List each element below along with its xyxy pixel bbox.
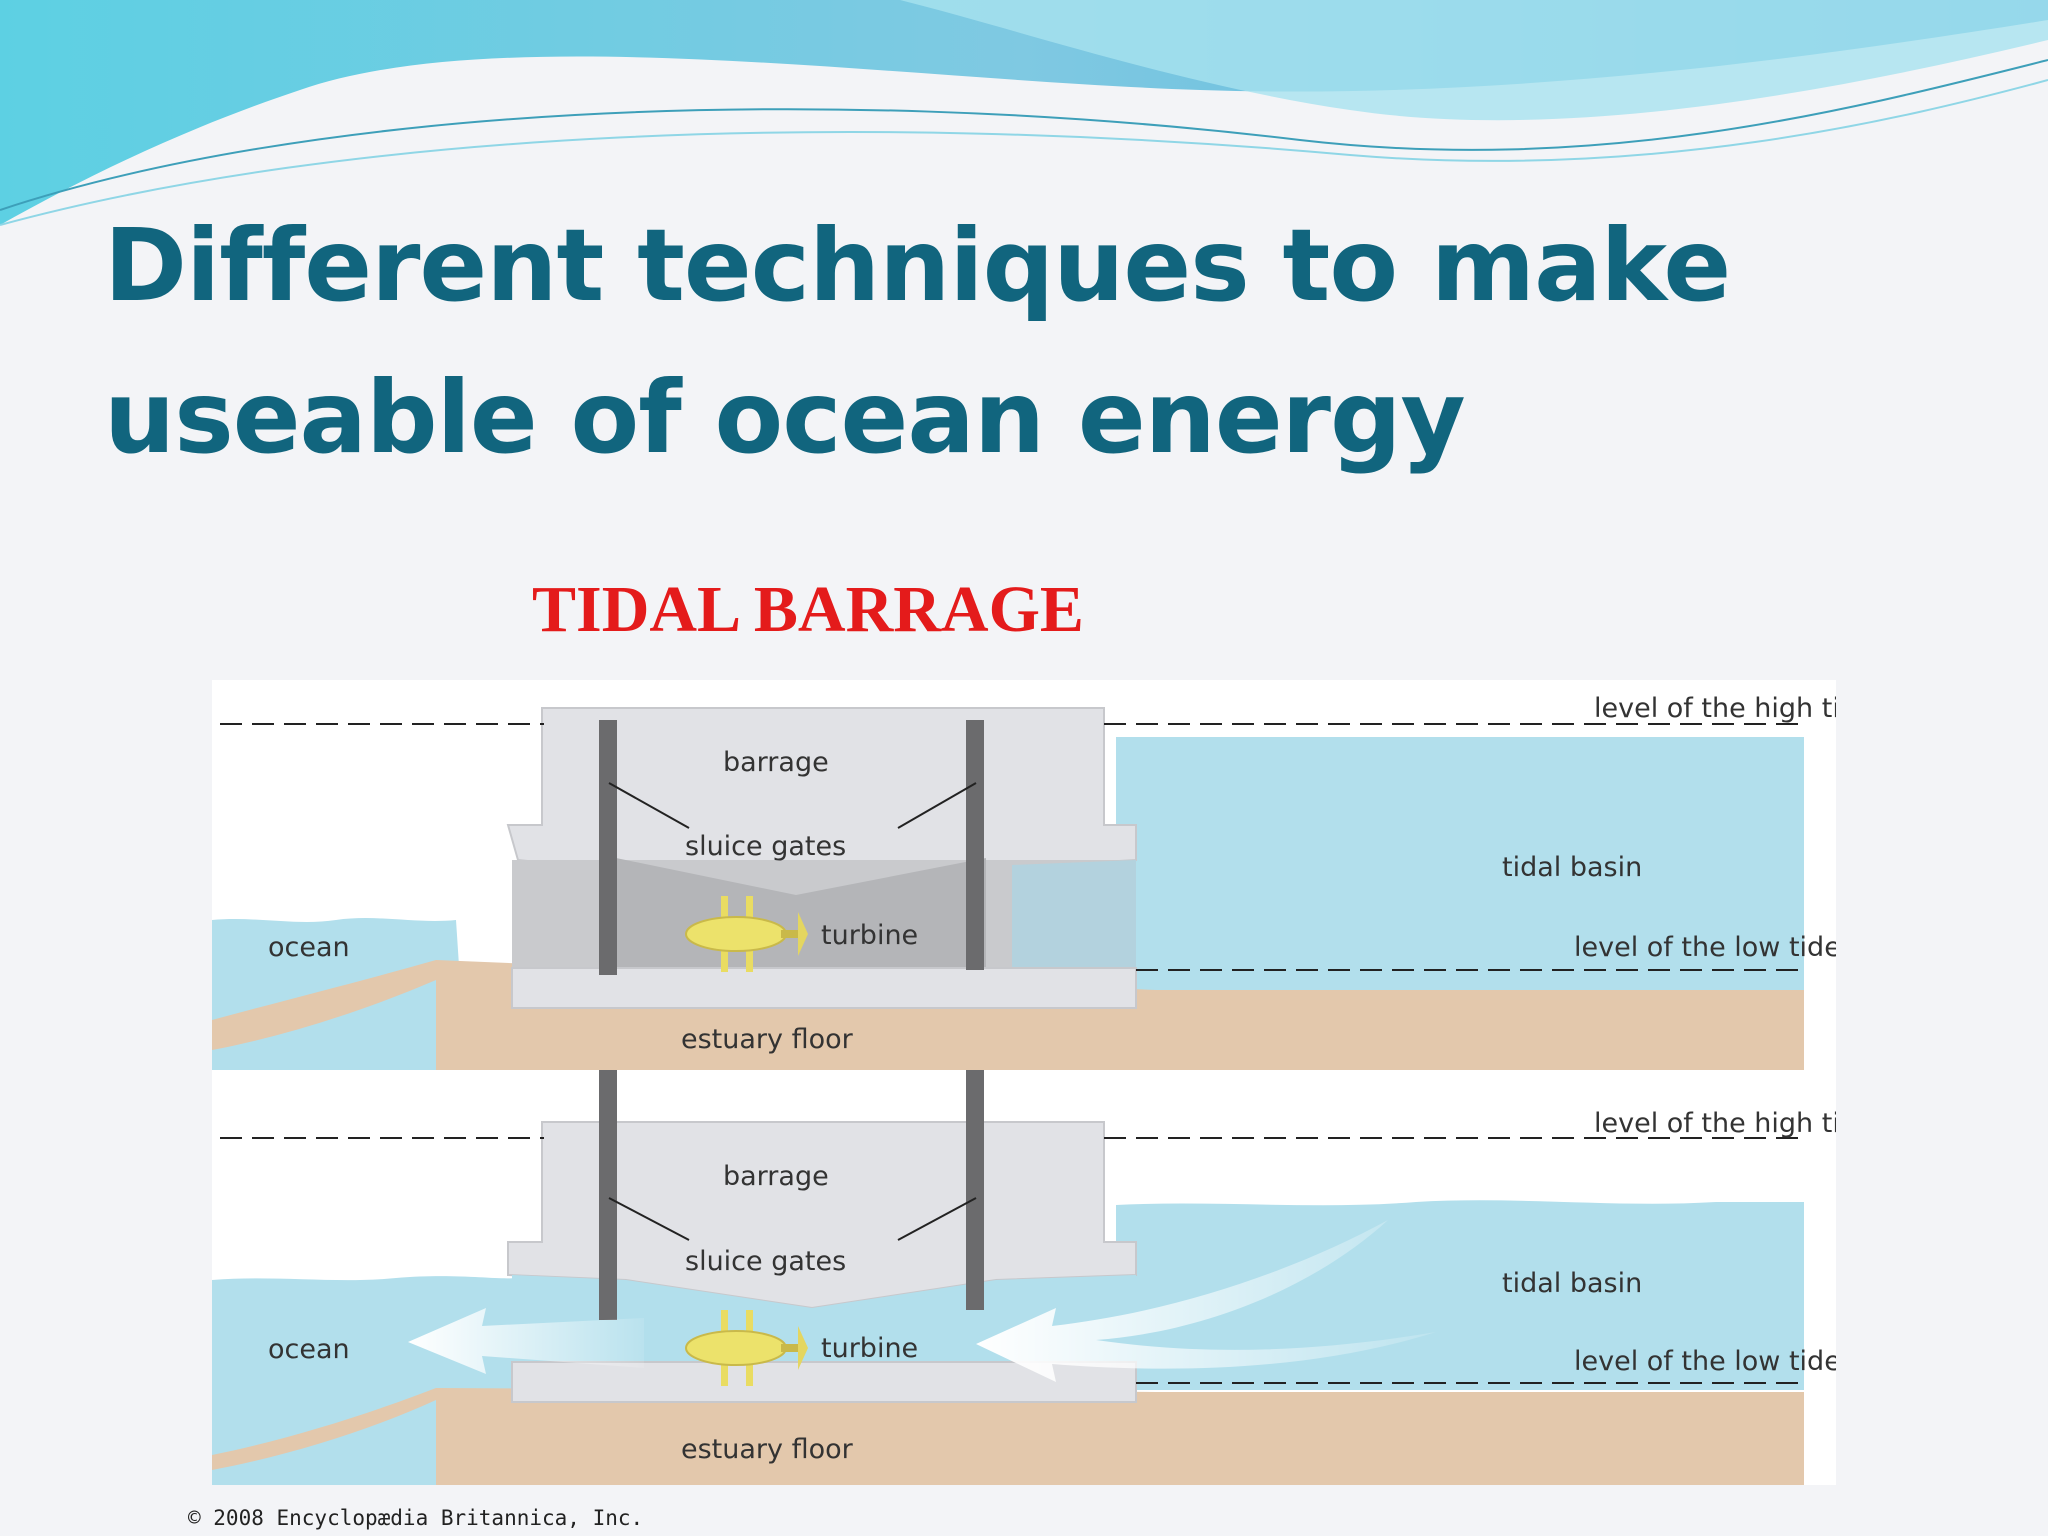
label-tidal-basin-2: tidal basin <box>1502 1268 1642 1299</box>
sluice-gate-right-2 <box>966 1070 984 1310</box>
label-estuary-floor-2: estuary floor <box>681 1434 854 1465</box>
slide-title: Different techniques to make useable of … <box>104 190 1904 494</box>
diagram-panel-1: level of the high tide barrage sluice ga… <box>212 680 1836 1072</box>
copyright-notice: © 2008 Encyclopædia Britannica, Inc. <box>188 1506 643 1530</box>
label-turbine-2: turbine <box>821 1333 918 1364</box>
label-sluice-gates-2: sluice gates <box>685 1246 846 1277</box>
flow-arrow-ocean <box>408 1308 644 1374</box>
label-low-tide-1: level of the low tide <box>1574 932 1836 963</box>
diagram-panel-2: level of the high tide barrage sluice ga… <box>212 1070 1836 1485</box>
sluice-gate-right-1 <box>966 720 984 970</box>
slide-subtitle: TIDAL BARRAGE <box>532 573 1084 646</box>
sluice-gate-left-2 <box>599 1070 617 1320</box>
sluice-gate-left-1 <box>599 720 617 975</box>
label-high-tide-2: level of the high tide <box>1594 1108 1836 1139</box>
label-barrage-1: barrage <box>723 747 829 778</box>
background-waves <box>0 0 2048 226</box>
label-ocean-1: ocean <box>268 932 350 963</box>
label-barrage-2: barrage <box>723 1161 829 1192</box>
label-low-tide-2: level of the low tide <box>1574 1346 1836 1377</box>
label-sluice-gates-1: sluice gates <box>685 831 846 862</box>
slide-title-line-2: useable of ocean energy <box>104 359 1466 476</box>
tidal-barrage-diagram: level of the high tide barrage sluice ga… <box>188 680 1836 1530</box>
label-turbine-1: turbine <box>821 920 918 951</box>
slide-title-line-1: Different techniques to make <box>104 207 1731 324</box>
label-estuary-floor-1: estuary floor <box>681 1024 854 1055</box>
label-ocean-2: ocean <box>268 1334 350 1365</box>
label-tidal-basin-1: tidal basin <box>1502 852 1642 883</box>
label-high-tide-1: level of the high tide <box>1594 693 1836 724</box>
flow-arrow-basin <box>976 1220 1436 1382</box>
